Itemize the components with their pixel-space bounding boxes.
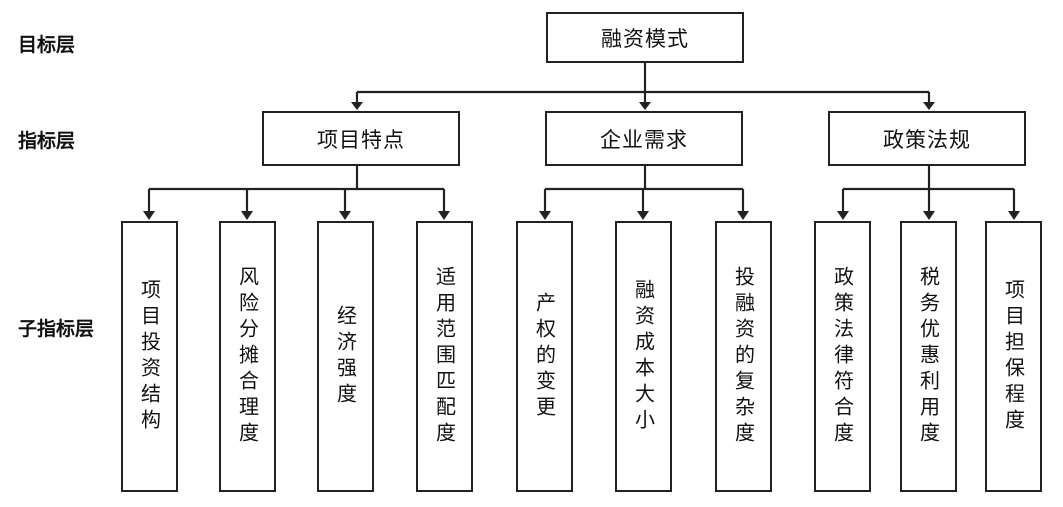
sub-indicator-label: 投融资的复杂度 xyxy=(731,265,756,448)
arrowhead-sub-7 xyxy=(737,211,749,220)
sub-indicator-label: 产权的变更 xyxy=(532,291,557,422)
arrowhead-sub-8 xyxy=(837,211,849,220)
arrowhead-indicator-2 xyxy=(639,102,651,110)
arrowhead-indicator-1 xyxy=(351,102,363,110)
arrowhead-sub-10 xyxy=(1008,211,1020,220)
indicator-node-2: 企业需求 xyxy=(545,111,743,166)
sub-indicator-label: 适用范围匹配度 xyxy=(432,265,457,448)
indicator-node-label: 企业需求 xyxy=(600,127,688,152)
sub-indicator-node-2: 风险分摊合理度 xyxy=(219,221,276,492)
arrowhead-sub-4 xyxy=(438,211,450,220)
level-label-sub-indicator: 子指标层 xyxy=(18,318,95,340)
sub-indicator-label: 政策法律符合度 xyxy=(830,265,855,448)
root-node: 融资模式 xyxy=(546,12,744,63)
arrowhead-sub-1 xyxy=(143,211,155,220)
sub-indicator-node-3: 经济强度 xyxy=(317,221,374,492)
arrowhead-sub-9 xyxy=(923,211,935,220)
level-label-indicator: 指标层 xyxy=(18,130,76,152)
arrowhead-sub-6 xyxy=(637,211,649,220)
sub-indicator-label: 融资成本大小 xyxy=(631,278,656,435)
sub-indicator-label: 税务优惠利用度 xyxy=(916,265,941,448)
sub-indicator-label: 经济强度 xyxy=(333,304,358,409)
sub-indicator-label: 风险分摊合理度 xyxy=(235,265,260,448)
arrowhead-sub-3 xyxy=(339,211,351,220)
sub-indicator-node-7: 投融资的复杂度 xyxy=(715,221,772,492)
arrowhead-sub-2 xyxy=(241,211,253,220)
sub-indicator-label: 项目投资结构 xyxy=(137,278,162,435)
indicator-node-3: 政策法规 xyxy=(828,111,1026,166)
sub-indicator-node-5: 产权的变更 xyxy=(516,221,573,492)
sub-indicator-node-8: 政策法律符合度 xyxy=(814,221,871,492)
sub-indicator-node-6: 融资成本大小 xyxy=(615,221,672,492)
indicator-node-1: 项目特点 xyxy=(262,111,460,166)
arrowhead-sub-5 xyxy=(539,211,551,220)
sub-indicator-label: 项目担保程度 xyxy=(1001,278,1026,435)
sub-indicator-node-4: 适用范围匹配度 xyxy=(416,221,473,492)
arrowhead-indicator-3 xyxy=(923,102,935,110)
indicator-node-label: 项目特点 xyxy=(317,127,405,152)
level-label-target: 目标层 xyxy=(18,34,76,56)
indicator-node-label: 政策法规 xyxy=(883,127,971,152)
sub-indicator-node-9: 税务优惠利用度 xyxy=(900,221,957,492)
root-node-label: 融资模式 xyxy=(601,26,689,51)
sub-indicator-node-10: 项目担保程度 xyxy=(985,221,1042,492)
sub-indicator-node-1: 项目投资结构 xyxy=(121,221,178,492)
